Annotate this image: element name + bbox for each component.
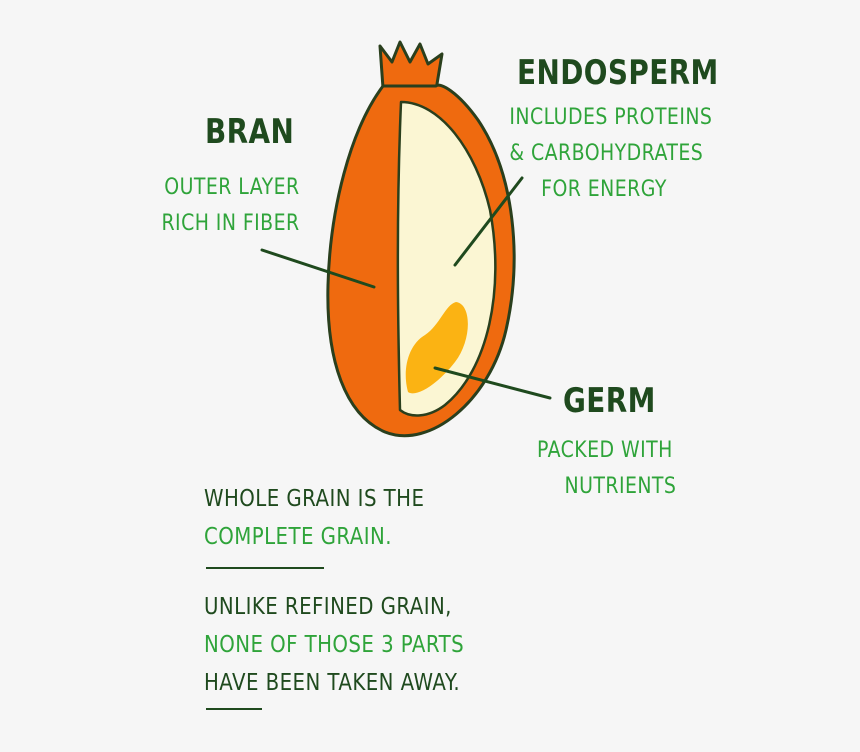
- refined-grain-note: UNLIKE REFINED GRAIN, NONE OF THOSE 3 PA…: [204, 588, 464, 702]
- bran-desc-line: OUTER LAYER: [164, 175, 300, 200]
- divider: [206, 708, 262, 710]
- note-line: COMPLETE GRAIN.: [204, 524, 392, 550]
- bran-desc-line: RICH IN FIBER: [161, 211, 300, 236]
- note-line: UNLIKE REFINED GRAIN,: [204, 594, 452, 620]
- germ-title: GERM: [563, 381, 656, 421]
- germ-description: PACKED WITH NUTRIENTS: [537, 433, 676, 505]
- germ-layer: [405, 302, 468, 394]
- endosperm-description: INCLUDES PROTEINS & CARBOHYDRATES FOR EN…: [509, 100, 713, 208]
- endosperm-desc-line: INCLUDES PROTEINS: [509, 105, 713, 130]
- bran-description: OUTER LAYER RICH IN FIBER: [162, 170, 300, 242]
- bran-title: BRAN: [205, 112, 295, 152]
- grain-tip: [378, 40, 444, 92]
- germ-desc-line: NUTRIENTS: [564, 474, 677, 499]
- note-line: HAVE BEEN TAKEN AWAY.: [204, 670, 461, 696]
- endosperm-desc-line: & CARBOHYDRATES: [509, 141, 704, 166]
- bran-pointer: [260, 248, 376, 289]
- germ-pointer: [433, 366, 552, 400]
- divider: [206, 567, 324, 569]
- whole-grain-note: WHOLE GRAIN IS THE COMPLETE GRAIN.: [204, 480, 424, 556]
- note-line: WHOLE GRAIN IS THE: [204, 486, 425, 512]
- germ-desc-line: PACKED WITH: [537, 438, 673, 463]
- endosperm-desc-line: FOR ENERGY: [541, 177, 667, 202]
- endosperm-title: ENDOSPERM: [517, 53, 719, 93]
- note-line: NONE OF THOSE 3 PARTS: [204, 632, 465, 658]
- endosperm-pointer: [453, 176, 524, 267]
